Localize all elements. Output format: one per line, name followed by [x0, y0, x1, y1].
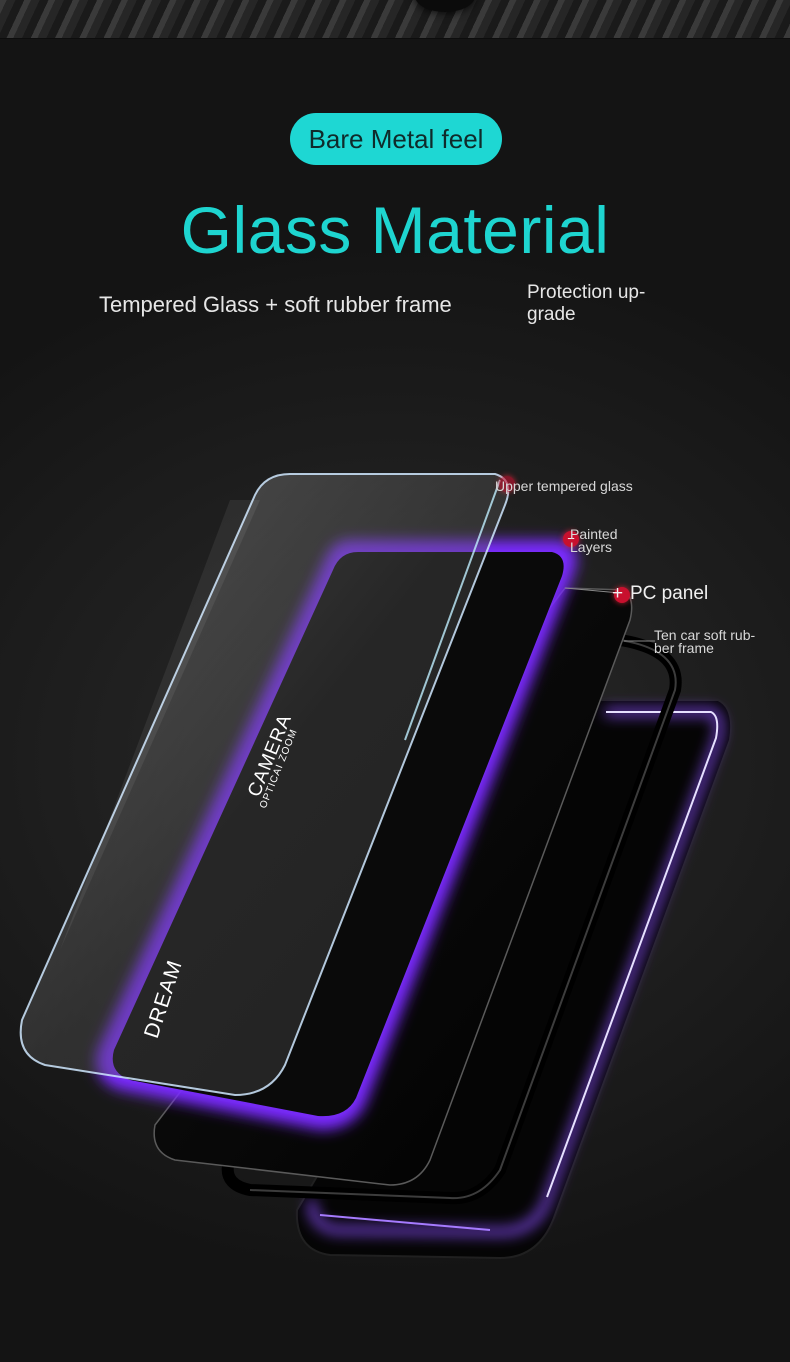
page-title: Glass Material — [180, 193, 610, 267]
textured-top-strip — [0, 0, 790, 39]
pc-panel-label: PC panel — [630, 583, 709, 604]
material-subtitle: Tempered Glass + soft rubber frame — [99, 292, 452, 317]
camera-knob-image — [415, 0, 475, 12]
painted-layers-marker: − — [563, 531, 579, 547]
feature-badge: Bare Metal feel — [290, 113, 502, 165]
upper-glass-marker — [499, 476, 515, 492]
protection-note: Protection up-grade — [527, 282, 646, 325]
rubber-frame-label: Ten car soft rub-ber frame — [654, 627, 756, 656]
bumper-frame-layer — [221, 634, 682, 1205]
exploded-case-illustration — [19, 473, 733, 1260]
pc-panel-prefix: + — [612, 583, 624, 604]
painted-layers-label: Painted Layers — [570, 526, 618, 555]
tempered-glass-layer — [19, 473, 510, 1097]
upper-glass-label: Upper tempered glass — [495, 478, 633, 494]
pc-panel-marker — [614, 587, 630, 603]
label-lines — [564, 587, 655, 642]
